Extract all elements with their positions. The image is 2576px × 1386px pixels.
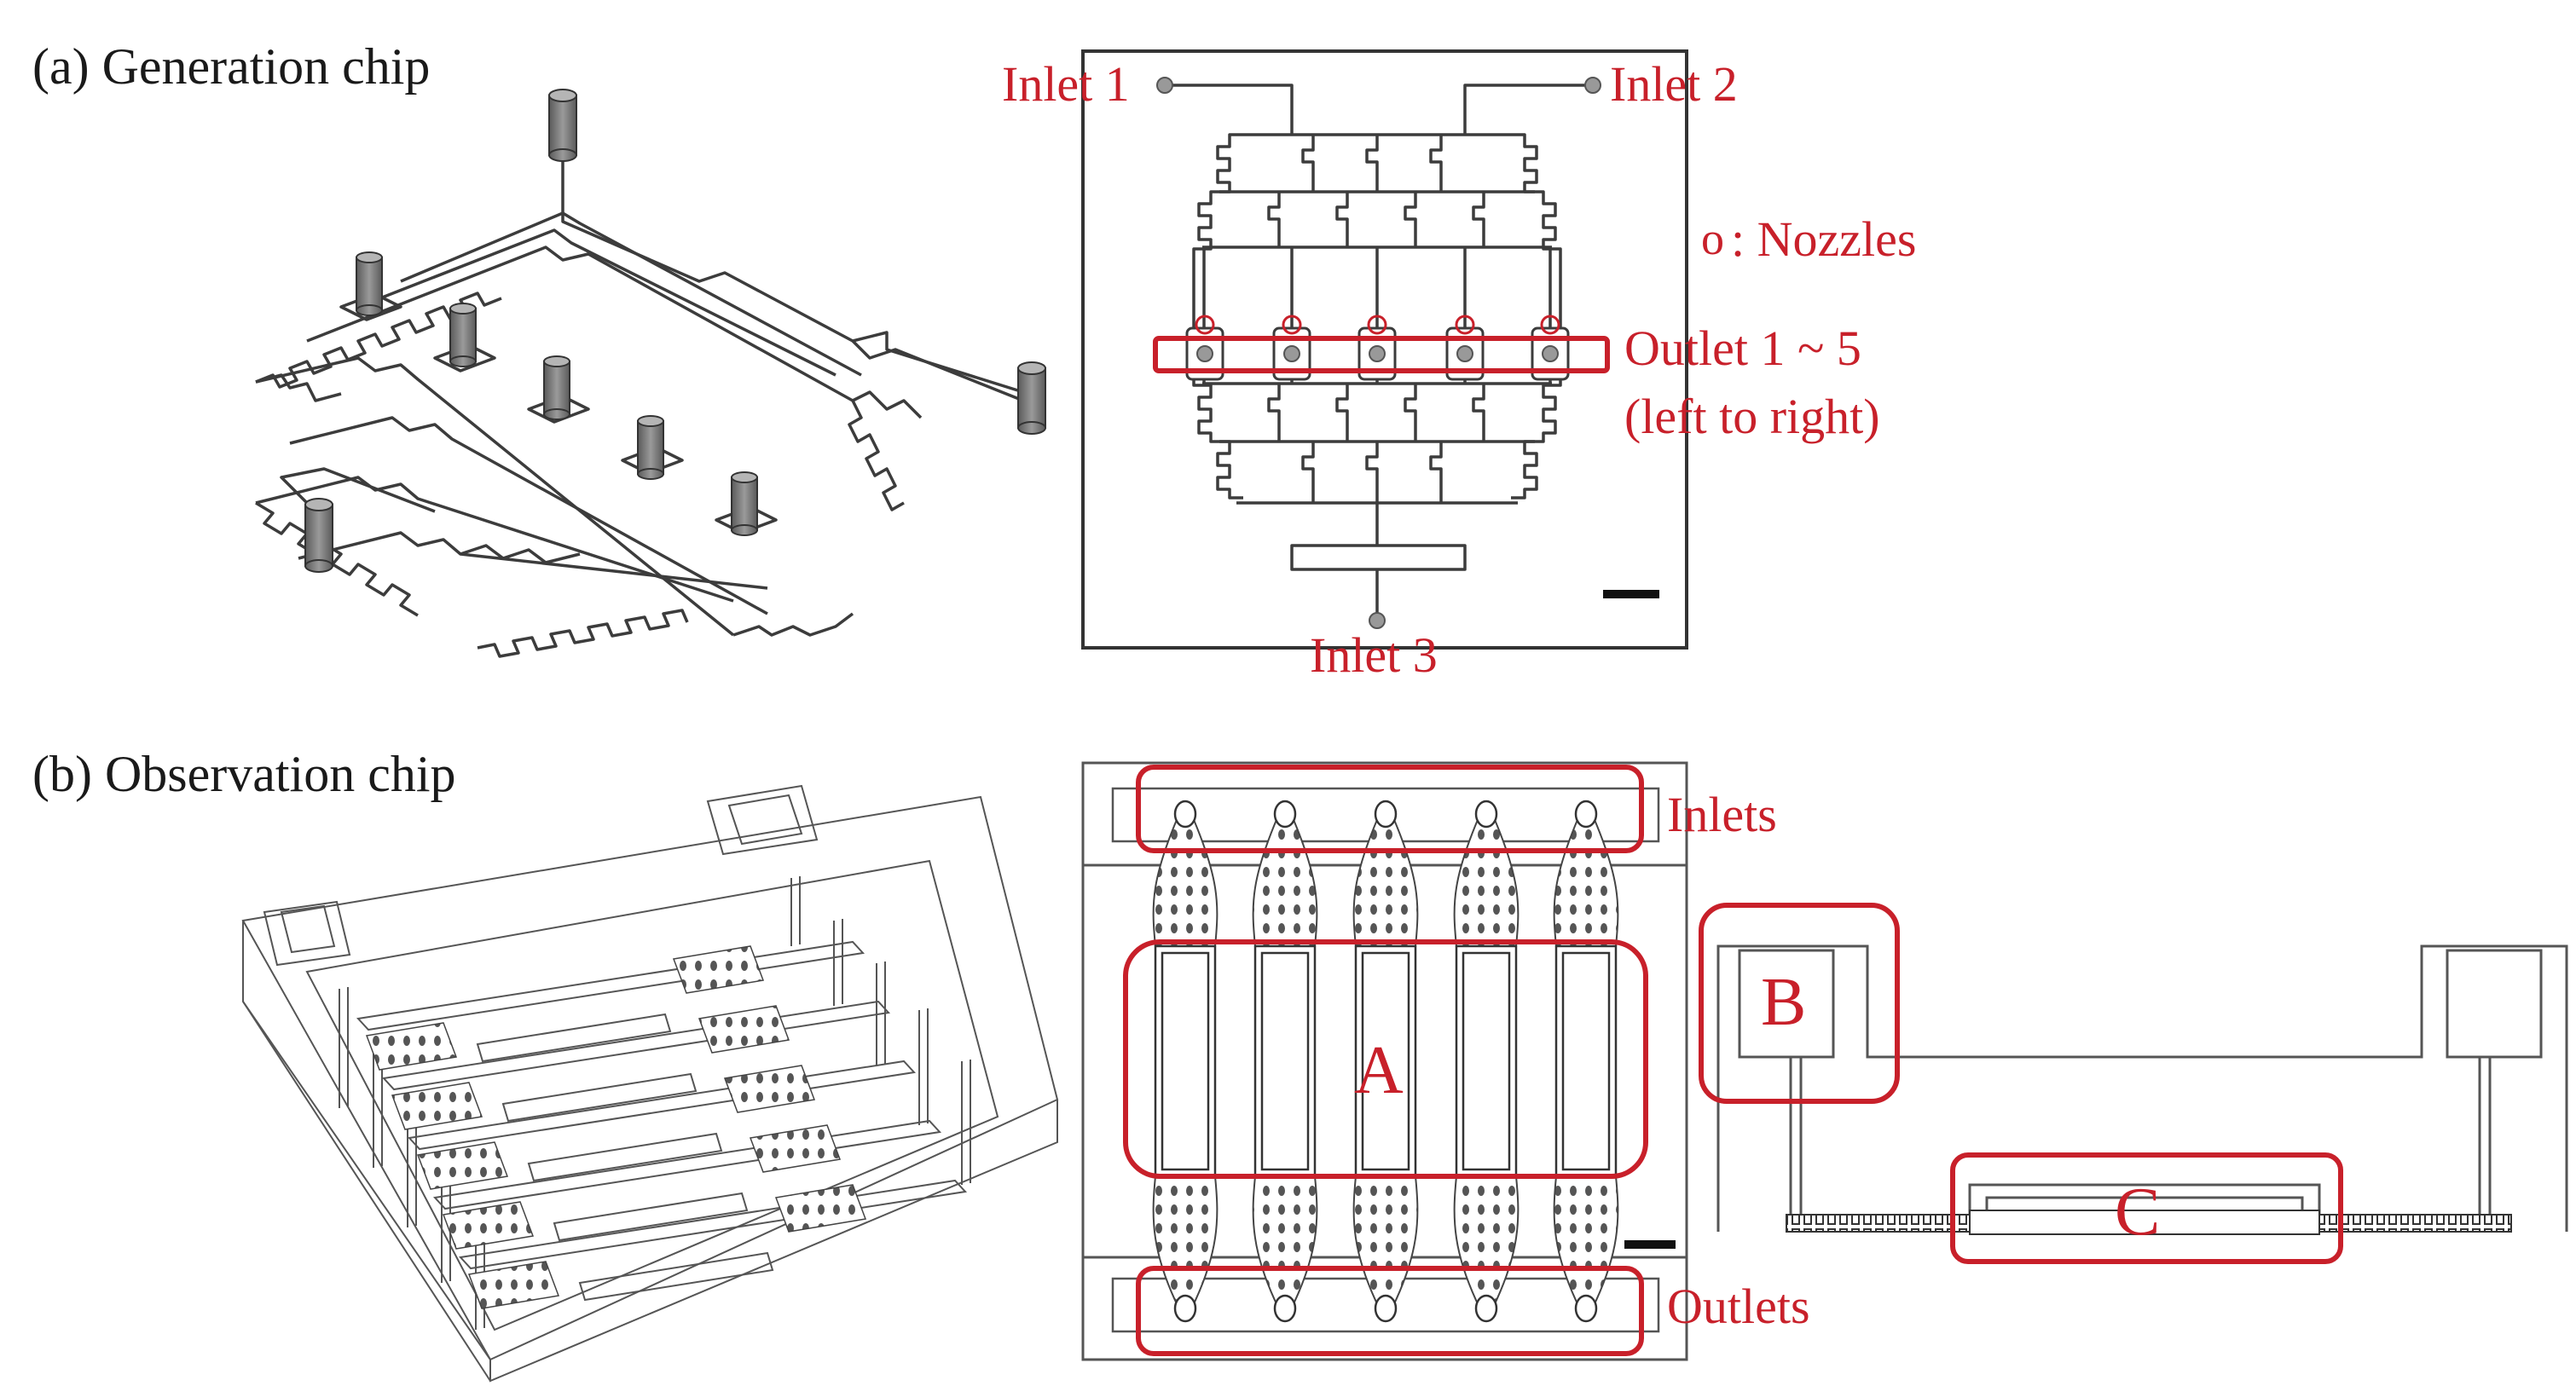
inlet-2-port bbox=[1584, 77, 1601, 94]
panel-a: (a) Generation chip bbox=[32, 38, 1916, 683]
pillar-outlet-4 bbox=[637, 415, 664, 480]
label-outlet-order: (left to right) bbox=[1624, 389, 1880, 444]
panel-a-title: (a) Generation chip bbox=[32, 38, 430, 95]
label-inlet-2: Inlet 2 bbox=[1610, 56, 1738, 112]
scale-bar-a bbox=[1603, 590, 1659, 598]
panel-b-title: (b) Observation chip bbox=[32, 746, 456, 802]
observation-channels bbox=[1152, 800, 1619, 1323]
pillar-inlet-1 bbox=[548, 89, 577, 162]
region-a-highlight-box bbox=[1123, 939, 1648, 1179]
label-outlets: Outlets bbox=[1667, 1279, 1810, 1334]
inlets-highlight-box bbox=[1136, 765, 1644, 853]
pillar-outlet-2 bbox=[449, 303, 477, 367]
pillar-inlet-3 bbox=[304, 498, 333, 573]
scale-bar-b bbox=[1624, 1240, 1676, 1249]
label-region-c: C bbox=[2115, 1175, 2160, 1250]
label-nozzles-symbol: o bbox=[1701, 213, 1724, 264]
label-nozzles: : Nozzles bbox=[1731, 211, 1916, 267]
outlet-highlight-box bbox=[1153, 336, 1610, 373]
inlet-3-port bbox=[1369, 612, 1386, 629]
inlet-1-port bbox=[1156, 77, 1173, 94]
label-region-a: A bbox=[1354, 1033, 1404, 1108]
region-c-highlight-box bbox=[1950, 1152, 2343, 1264]
pillar-inlet-2 bbox=[1017, 361, 1046, 435]
label-inlet-3: Inlet 3 bbox=[1310, 627, 1438, 683]
observation-chip-side-view bbox=[1699, 903, 2568, 1264]
label-region-b: B bbox=[1761, 965, 1806, 1040]
generation-chip-top-view bbox=[1081, 49, 1688, 650]
label-inlet-1: Inlet 1 bbox=[1002, 56, 1130, 112]
nozzle-markers bbox=[1195, 315, 1560, 335]
pillar-outlet-3 bbox=[543, 355, 570, 420]
outlets-highlight-box bbox=[1136, 1266, 1644, 1356]
label-inlets: Inlets bbox=[1667, 787, 1777, 842]
pillar-outlet-1 bbox=[356, 251, 383, 316]
observation-chip-3d-view bbox=[241, 784, 1059, 1383]
observation-chip-top-view bbox=[1081, 761, 1688, 1361]
panel-b: (b) Observation chip bbox=[32, 746, 2568, 1383]
region-b-highlight-box bbox=[1699, 903, 1900, 1104]
generation-chip-3d-view bbox=[255, 89, 1046, 658]
pillar-outlet-5 bbox=[731, 471, 758, 536]
label-outlet-range: Outlet 1 ~ 5 bbox=[1624, 321, 1861, 376]
